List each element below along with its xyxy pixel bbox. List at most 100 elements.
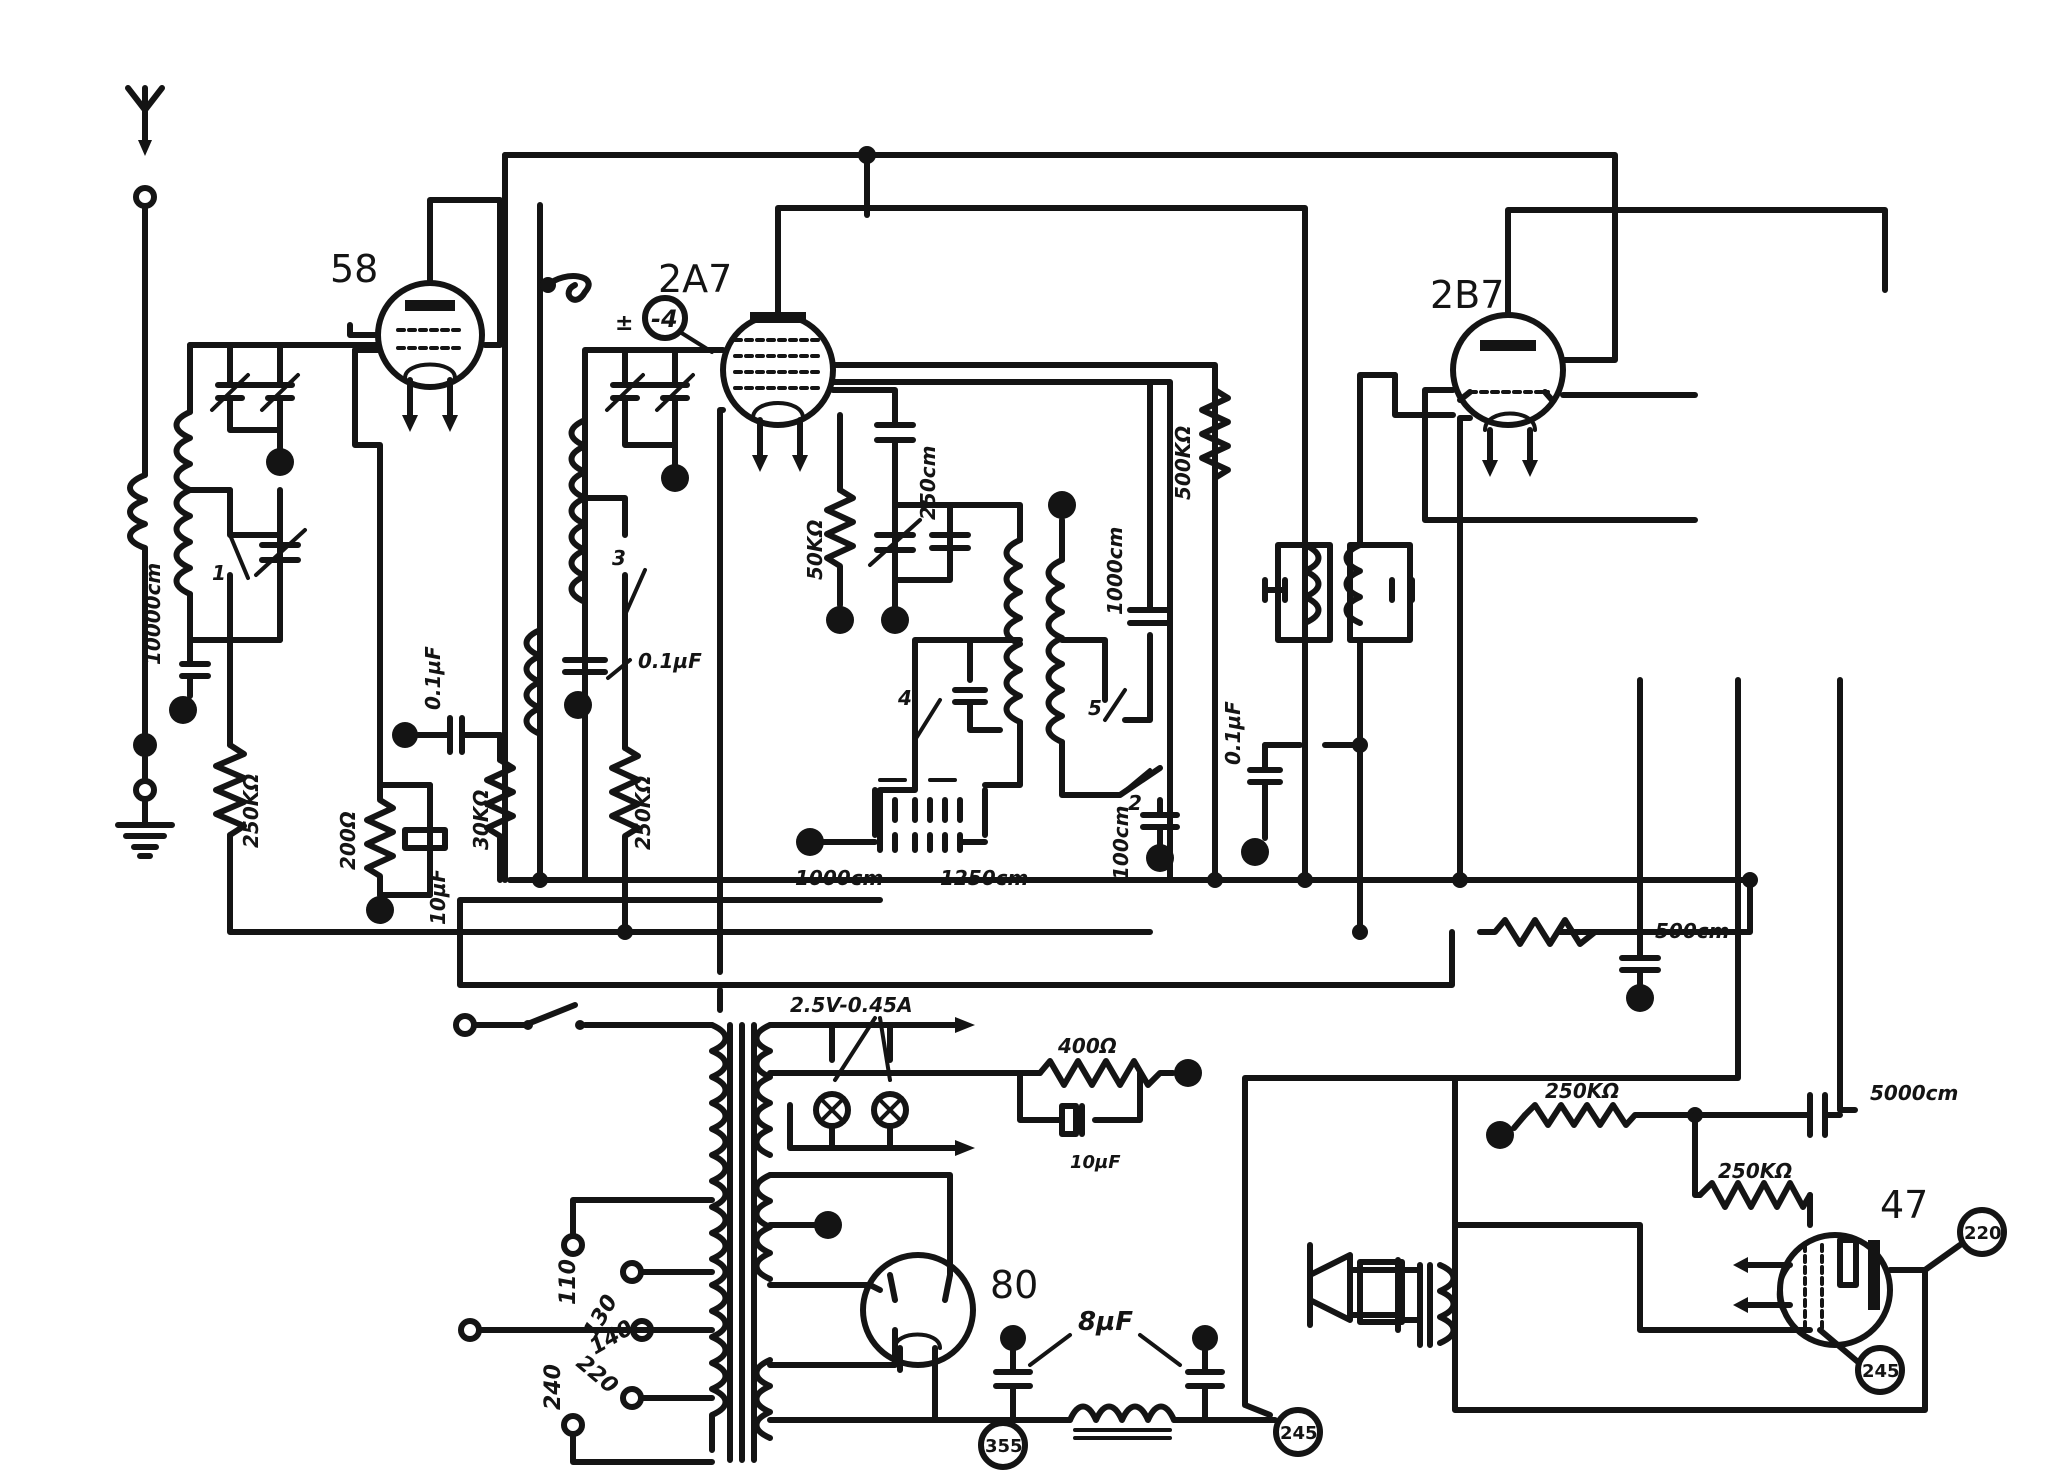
filter-cap-8uf-a — [993, 1325, 1033, 1423]
tube-47-label: 47 — [1880, 1183, 1928, 1227]
mains-tap-110: 110 — [556, 1259, 581, 1305]
tuning-capacitor-58 — [254, 487, 307, 643]
band-switch-5: 5 — [1088, 688, 1127, 722]
cap-10uf-b-label: 10µF — [1070, 1152, 1121, 1173]
svg-text:1: 1 — [212, 561, 226, 585]
heater-winding — [753, 1022, 773, 1158]
bypass-capacitor-b — [562, 657, 608, 693]
resistor-250k-d — [1697, 1180, 1813, 1210]
resistor-400-label: 400Ω — [1057, 1034, 1117, 1058]
voltage-marker-245-a: 245 — [1273, 1407, 1323, 1457]
pilot-lamp-b — [871, 1022, 909, 1151]
band-switch-4: 4 — [897, 686, 942, 742]
resistor-250k-c — [1522, 1102, 1698, 1128]
resistor-250k-b-label: 250KΩ — [631, 776, 655, 850]
trimmer-capacitor-2a7 — [605, 373, 695, 448]
band-switch-2: 2 — [1118, 768, 1152, 815]
resistor-50k — [824, 487, 856, 608]
negative-bias-indicator: ± -4 — [615, 295, 714, 354]
cap-1000cm-b-label: 1000cm — [1103, 527, 1127, 615]
padder-capacitor-bank — [872, 778, 988, 853]
antenna-coil — [127, 472, 148, 563]
coil-input-2a7 — [568, 417, 588, 605]
cap-8uf-label: 8µF — [1078, 1307, 1133, 1337]
capacitor-1000cm — [1127, 379, 1173, 626]
tube-80 — [860, 1252, 976, 1373]
voltage-marker-355: 355 — [978, 1420, 1028, 1470]
cap-1250cm-label: 1250cm — [940, 866, 1028, 890]
svg-text:4: 4 — [897, 686, 912, 710]
resistor-200-label: 200Ω — [336, 811, 360, 870]
if-transformer-primary — [1262, 542, 1333, 643]
cap-0-1uf-b-label: 0.1µF — [638, 649, 702, 673]
cap-0-1uf-a-label: 0.1µF — [421, 646, 445, 710]
resistor-filter — [1477, 917, 1643, 947]
resistor-30k-label: 30KΩ — [469, 790, 493, 850]
svg-text:245: 245 — [1862, 1361, 1900, 1382]
resistor-250k-d-label: 250KΩ — [1718, 1159, 1792, 1183]
cap-250cm-label: 250cm — [916, 446, 940, 520]
bypass-capacitor-a — [179, 637, 211, 699]
resistor-250k-a — [213, 742, 247, 838]
antenna-cap-label: 10000cm — [141, 563, 165, 665]
tuning-capacitor-osc — [868, 518, 971, 567]
svg-text:2: 2 — [1128, 791, 1142, 815]
band-switch-3: 3 — [612, 546, 647, 617]
filter-choke — [1067, 1403, 1177, 1440]
svg-text:-4: -4 — [651, 305, 678, 333]
capacitor-100cm — [1140, 797, 1180, 848]
loudspeaker — [1307, 1242, 1405, 1333]
tube-58 — [375, 280, 485, 432]
coil-rf-coupling — [523, 627, 543, 737]
tube-47 — [1733, 1232, 1893, 1348]
grid-cap-wire — [545, 273, 592, 303]
svg-text:245: 245 — [1280, 1423, 1318, 1444]
cap-1000cm-a-label: 1000cm — [795, 866, 883, 890]
resistor-250k-a-label: 250KΩ — [239, 774, 263, 848]
antenna-symbol — [125, 85, 165, 209]
filter-cap-8uf-b — [1185, 1325, 1225, 1423]
coil-input-58 — [173, 409, 193, 597]
pilot-lamp-a — [813, 1022, 851, 1151]
resistor-500k-label: 500KΩ — [1171, 426, 1195, 500]
power-switch — [471, 1002, 585, 1030]
cap-0-1uf-c-label: 0.1µF — [1221, 701, 1245, 765]
voltage-marker-220: 220 — [1957, 1207, 2007, 1257]
resistor-200 — [364, 782, 396, 898]
hv-winding-b — [753, 1357, 773, 1441]
svg-text:220: 220 — [1964, 1223, 2002, 1244]
voltage-marker-245-b: 245 — [1855, 1345, 1905, 1395]
tube-58-label: 58 — [330, 247, 378, 291]
heater-spec-label: 2.5V-0.45A — [790, 993, 913, 1017]
if-transformer-secondary — [1343, 542, 1415, 643]
svg-text:±: ± — [615, 311, 633, 336]
cap-5000cm-label: 5000cm — [1870, 1081, 1958, 1105]
band-switch-1: 1 — [212, 533, 250, 585]
svg-text:3: 3 — [612, 546, 626, 570]
cap-500cm-label: 500cm — [1655, 919, 1729, 943]
oscillator-coil — [1003, 537, 1023, 725]
resistor-50k-label: 50KΩ — [803, 520, 827, 580]
cap-10uf-a-label: 10µF — [426, 868, 450, 925]
mains-tap-240: 240 — [541, 1364, 566, 1410]
mains-tap-220: 220 — [571, 1350, 622, 1399]
electrolytic-cap-10uf-b — [1059, 1103, 1085, 1137]
power-transformer-primary — [709, 1022, 729, 1453]
output-transformer — [1397, 1262, 1457, 1348]
resistor-500k — [1199, 387, 1231, 481]
electrolytic-cap-10uf-a — [402, 782, 448, 873]
svg-text:5: 5 — [1088, 696, 1102, 720]
capacitor-0-1uf-a — [415, 715, 503, 755]
tube-2a7-label: 2A7 — [658, 257, 732, 301]
capacitor-500cm — [1619, 955, 1661, 988]
tube-2a7 — [720, 312, 836, 472]
coil-oscillator-b — [1045, 557, 1065, 745]
ground-symbol — [115, 797, 175, 859]
resistor-250k-b — [609, 745, 641, 935]
tube-2b7 — [1450, 312, 1566, 477]
resistor-400 — [1037, 1058, 1176, 1088]
cap-100cm-label: 100cm — [1109, 806, 1133, 880]
tube-80-label: 80 — [990, 1263, 1038, 1307]
resistor-250k-c-label: 250KΩ — [1545, 1079, 1619, 1103]
